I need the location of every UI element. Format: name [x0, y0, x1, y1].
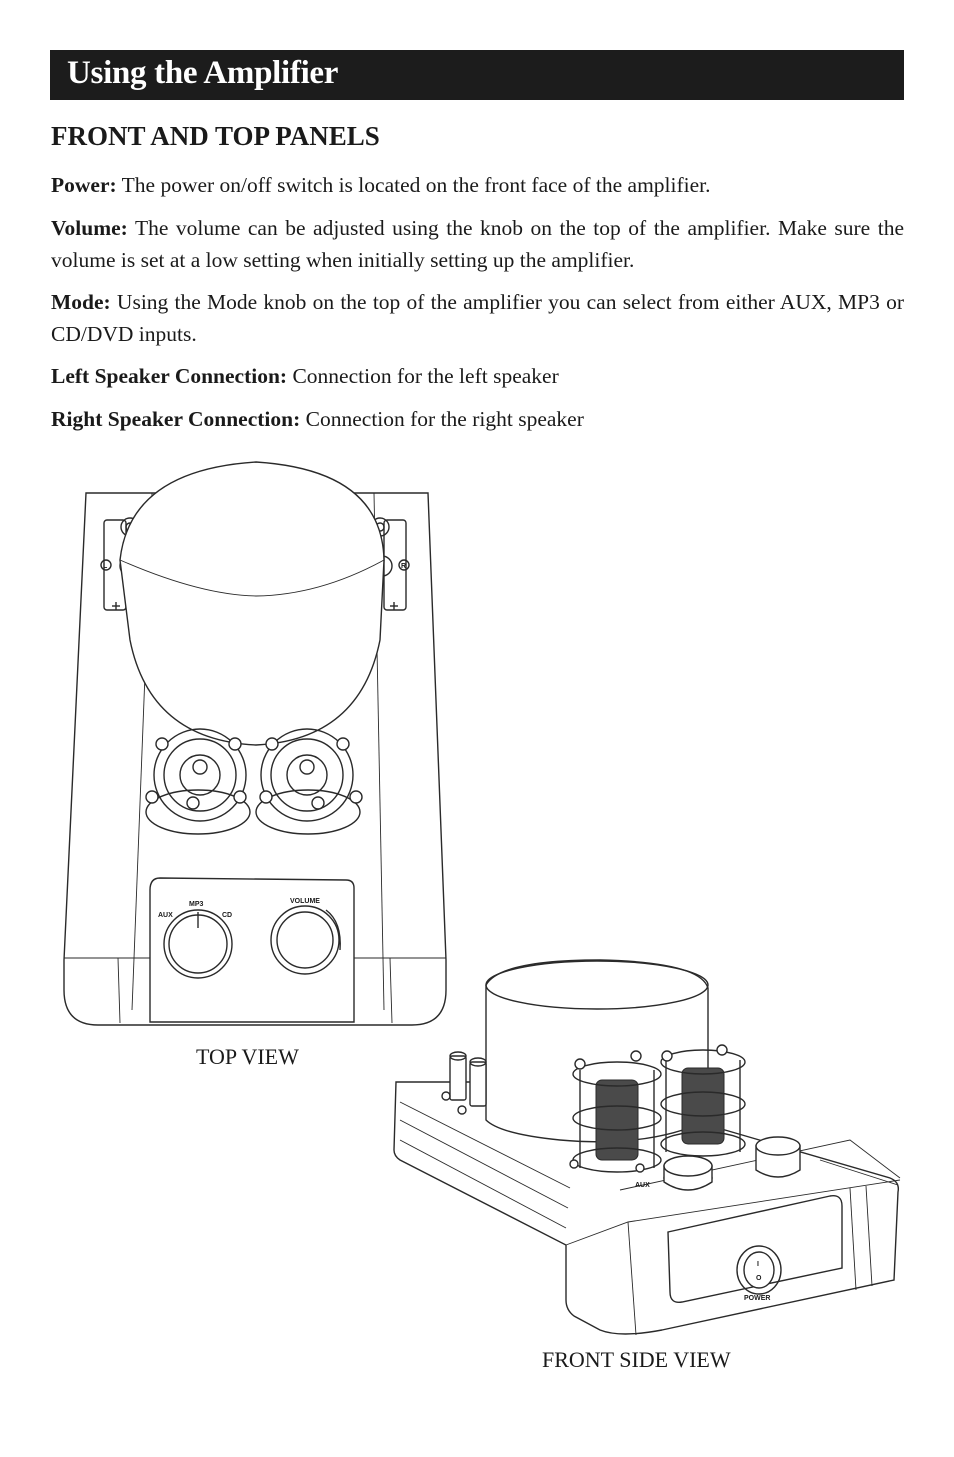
front-volume-knob [755, 1136, 801, 1178]
paragraph-label: Right Speaker Connection: [51, 407, 301, 431]
front-view-caption: FRONT SIDE VIEW [542, 1347, 731, 1372]
front-transformer-cap [485, 959, 709, 1143]
vacuum-tube-left [145, 728, 251, 835]
paragraph-text: Connection for the left speaker [287, 364, 559, 388]
front-vacuum-tube-left [569, 1050, 662, 1173]
front-label-power: POWER [744, 1295, 770, 1302]
paragraph-text: The volume can be adjusted using the kno… [51, 216, 904, 272]
paragraph-left-speaker: Left Speaker Connection: Connection for … [51, 360, 904, 392]
paragraph-label: Mode: [51, 290, 111, 314]
front-label-aux: AUX [635, 1182, 650, 1189]
paragraph-text: The power on/off switch is located on th… [116, 173, 711, 197]
power-switch [736, 1245, 782, 1295]
paragraph-text: Using the Mode knob on the top of the am… [51, 290, 904, 346]
front-panel-face [667, 1159, 899, 1303]
label-left: L [103, 563, 108, 570]
paragraph-label: Power: [51, 173, 117, 197]
paragraph-label: Left Speaker Connection: [51, 364, 288, 388]
paragraph-mode: Mode: Using the Mode knob on the top of … [51, 286, 904, 350]
label-right: R [401, 563, 406, 570]
paragraph-right-speaker: Right Speaker Connection: Connection for… [51, 403, 904, 435]
front-mode-knob [663, 1155, 713, 1191]
section-title: FRONT AND TOP PANELS [51, 121, 380, 151]
front-speaker-terminals [441, 1051, 487, 1115]
front-label-switch-off: O [756, 1275, 762, 1282]
vacuum-tube-right [255, 728, 363, 835]
control-panel [149, 877, 355, 1023]
top-view-caption: TOP VIEW [196, 1044, 299, 1069]
transformer-cap [119, 461, 385, 746]
paragraph-text: Connection for the right speaker [300, 407, 584, 431]
paragraph-volume: Volume: The volume can be adjusted using… [51, 212, 904, 276]
label-aux: AUX [158, 912, 173, 919]
page-title: Using the Amplifier [67, 55, 339, 91]
top-view-chassis [63, 492, 447, 1026]
front-label-switch-on: I [757, 1261, 759, 1268]
paragraph-label: Volume: [51, 216, 128, 240]
paragraph-power: Power: The power on/off switch is locate… [51, 169, 904, 201]
label-cd: CD [222, 912, 232, 919]
header-bar: Using the Amplifier [50, 50, 904, 100]
label-mp3: MP3 [189, 901, 204, 908]
front-vacuum-tube-right [660, 1044, 746, 1157]
label-volume: VOLUME [290, 898, 320, 905]
